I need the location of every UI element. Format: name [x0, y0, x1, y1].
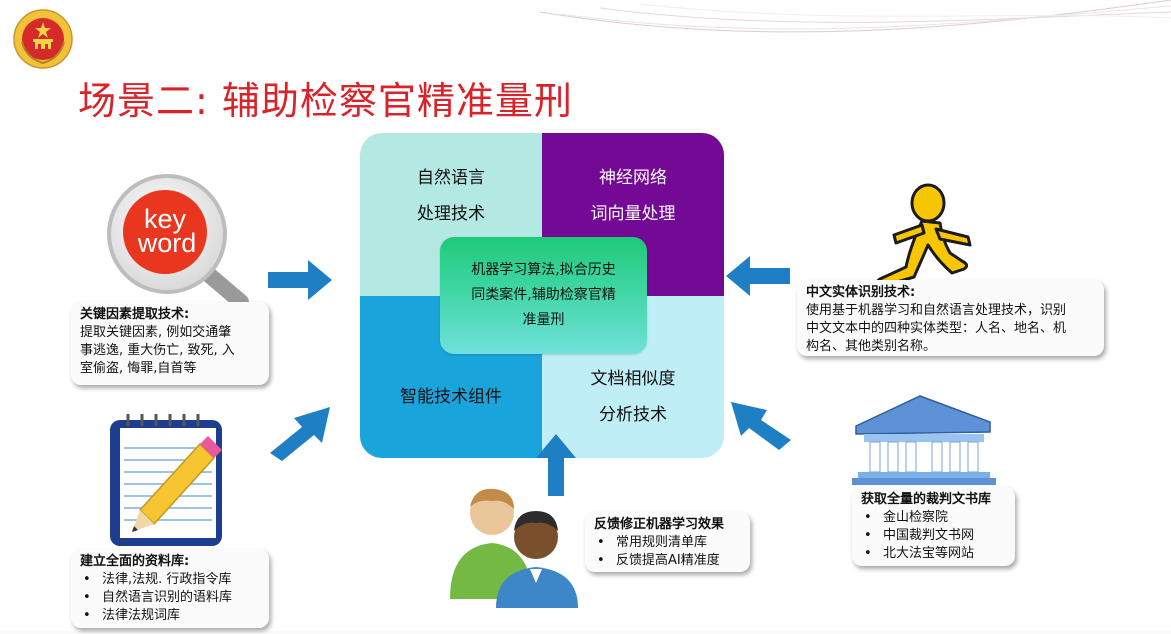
- quadrant-smart-components-line1: 智能技术组件: [400, 387, 502, 407]
- quadrant-neural-network-line1: 神经网络: [599, 167, 667, 188]
- running-person-icon: [874, 183, 972, 289]
- keyword-callout-line2: 事逃逸, 重大伤亡, 致死, 入: [80, 343, 235, 358]
- arrow-up-icon: [536, 434, 576, 496]
- arrow-left-icon: [726, 256, 790, 296]
- keyword-callout-line3: 室偷盗, 悔罪,自首等: [80, 361, 197, 376]
- judgment-documents-callout: 获取全量的裁判文书库 金山检察院 中国裁判文书网 北大法宝等网站: [852, 487, 1015, 566]
- keyword-callout-line1: 提取关键因素, 例如交通肇: [80, 325, 232, 340]
- courthouse-icon: [852, 395, 996, 485]
- keyword-icon-text-1: key: [144, 204, 187, 234]
- center-line1: 机器学习算法,拟合历史: [471, 262, 616, 278]
- docs-list: 金山检察院 中国裁判文书网 北大法宝等网站: [861, 509, 1007, 563]
- arrow-right-icon: [268, 260, 332, 300]
- list-item: 金山检察院: [861, 509, 1007, 527]
- keyword-extraction-callout: 关键因素提取技术: 提取关键因素, 例如交通肇 事逃逸, 重大伤亡, 致死, 入…: [71, 302, 269, 385]
- quadrant-document-similarity-line2: 分析技术: [599, 405, 667, 425]
- entity-callout-line2: 中文文本中的四种实体类型：人名、地名、机: [806, 321, 1067, 336]
- feedback-callout-title: 反馈修正机器学习效果: [594, 517, 725, 532]
- feedback-list: 常用规则清单库 反馈提高AI精准度: [594, 534, 742, 570]
- entity-callout-title: 中文实体识别技术:: [806, 285, 916, 300]
- entity-callout-line1: 使用基于机器学习和自然语言处理技术，识别: [806, 303, 1067, 318]
- list-item: 反馈提高AI精准度: [594, 552, 742, 570]
- feedback-callout: 反馈修正机器学习效果 常用规则清单库 反馈提高AI精准度: [585, 512, 750, 572]
- resource-library-callout: 建立全面的资料库: 法律,法规. 行政指令库 自然语言识别的语料库 法律法规词库: [71, 549, 269, 628]
- entity-callout-line3: 构名、其他类别名称。: [806, 339, 937, 354]
- arrow-diagonal-up-left-icon: [731, 402, 791, 450]
- list-item: 法律法规词库: [80, 607, 261, 625]
- list-item: 北大法宝等网站: [861, 545, 1007, 563]
- list-item: 常用规则清单库: [594, 534, 742, 552]
- quadrant-document-similarity-line1: 文档相似度: [590, 369, 676, 389]
- keyword-callout-title: 关键因素提取技术:: [80, 307, 190, 322]
- arrow-diagonal-up-right-icon: [270, 407, 330, 461]
- list-item: 中国裁判文书网: [861, 527, 1007, 545]
- docs-callout-title: 获取全量的裁判文书库: [861, 492, 992, 507]
- library-list: 法律,法规. 行政指令库 自然语言识别的语料库 法律法规词库: [80, 571, 261, 625]
- list-item: 法律,法规. 行政指令库: [80, 571, 261, 589]
- list-item: 自然语言识别的语料库: [80, 589, 261, 607]
- people-icon: [450, 488, 578, 608]
- entity-recognition-callout: 中文实体识别技术: 使用基于机器学习和自然语言处理技术，识别 中文文本中的四种实…: [797, 280, 1104, 356]
- page-title: 场景二: 辅助检察官精准量刑: [78, 79, 573, 123]
- quadrant-neural-network-line2: 词向量处理: [590, 203, 676, 224]
- center-ml-box: 机器学习算法,拟合历史 同类案件,辅助检察官精 准量刑: [440, 237, 647, 354]
- quadrant-nlp-line1: 自然语言: [417, 167, 485, 188]
- center-line2: 同类案件,辅助检察官精: [471, 287, 616, 303]
- keyword-icon-text-2: word: [137, 228, 197, 258]
- library-callout-title: 建立全面的资料库:: [80, 554, 190, 569]
- keyword-magnifier-icon: key word: [107, 174, 249, 310]
- center-line3: 准量刑: [522, 312, 565, 328]
- national-emblem-icon: [13, 9, 73, 69]
- notepad-pencil-icon: [110, 414, 222, 546]
- quadrant-nlp-line2: 处理技术: [417, 203, 485, 224]
